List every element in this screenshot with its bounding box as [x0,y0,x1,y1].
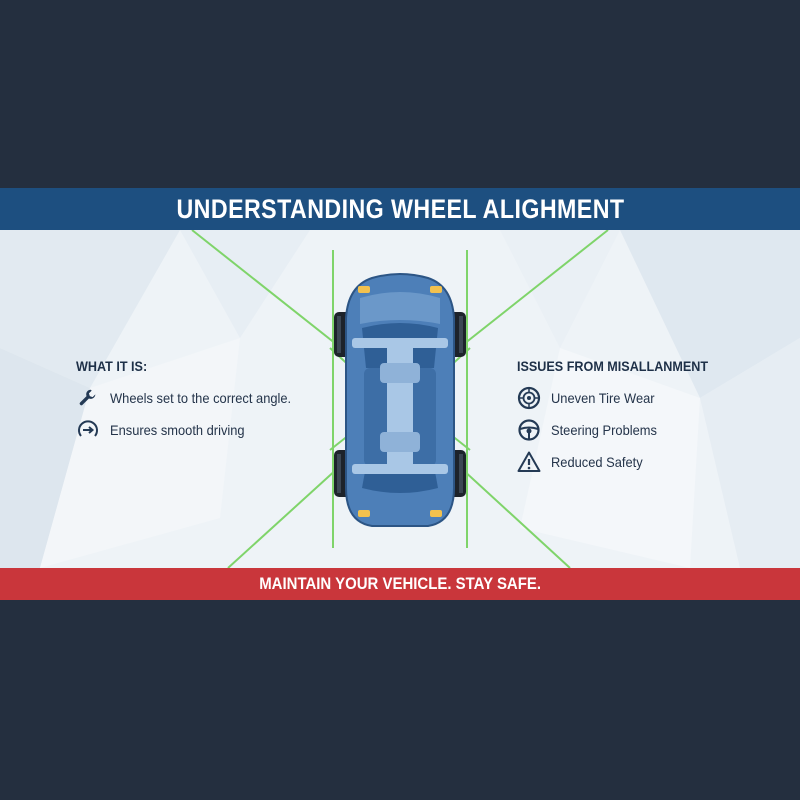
wrench-icon [76,386,100,410]
what-it-is-panel: WHAT IT IS: Wheels set to the correct an… [76,358,326,448]
infographic-banner: UNDERSTANDING WHEEL ALIGHMENT WHAT IT IS… [0,188,800,600]
steering-wheel-icon [517,418,541,442]
issues-panel: ISSUES FROM MISALLANMENT Uneven Tire Wea… [517,358,757,480]
tire-icon [517,386,541,410]
what-it-is-heading: WHAT IT IS: [76,358,148,374]
item-label: Reduced Safety [551,454,643,470]
alignment-diagram [191,229,609,569]
headlight-right [430,286,442,293]
page-title: UNDERSTANDING WHEEL ALIGHMENT [175,193,625,224]
headlight-left [358,286,370,293]
list-item: Uneven Tire Wear [517,384,757,412]
list-item: Steering Problems [517,416,757,444]
speedometer-arrow-icon [76,418,100,442]
item-label: Wheels set to the correct angle. [110,390,292,406]
warning-icon [517,450,541,474]
item-label: Steering Problems [551,422,657,438]
item-label: Ensures smooth driving [110,422,245,438]
taillight-right [430,510,442,517]
footer-slogan: MAINTAIN YOUR VEHICLE. STAY SAFE. [259,574,541,593]
item-label: Uneven Tire Wear [551,390,655,406]
list-item: Reduced Safety [517,448,757,476]
list-item: Ensures smooth driving [76,416,326,444]
list-item: Wheels set to the correct angle. [76,384,326,412]
footer-bar: MAINTAIN YOUR VEHICLE. STAY SAFE. [0,568,800,600]
background-facets [0,230,800,568]
car-top-view [334,273,466,527]
issues-heading: ISSUES FROM MISALLANMENT [517,358,709,374]
taillight-left [358,510,370,517]
title-bar: UNDERSTANDING WHEEL ALIGHMENT [0,188,800,230]
